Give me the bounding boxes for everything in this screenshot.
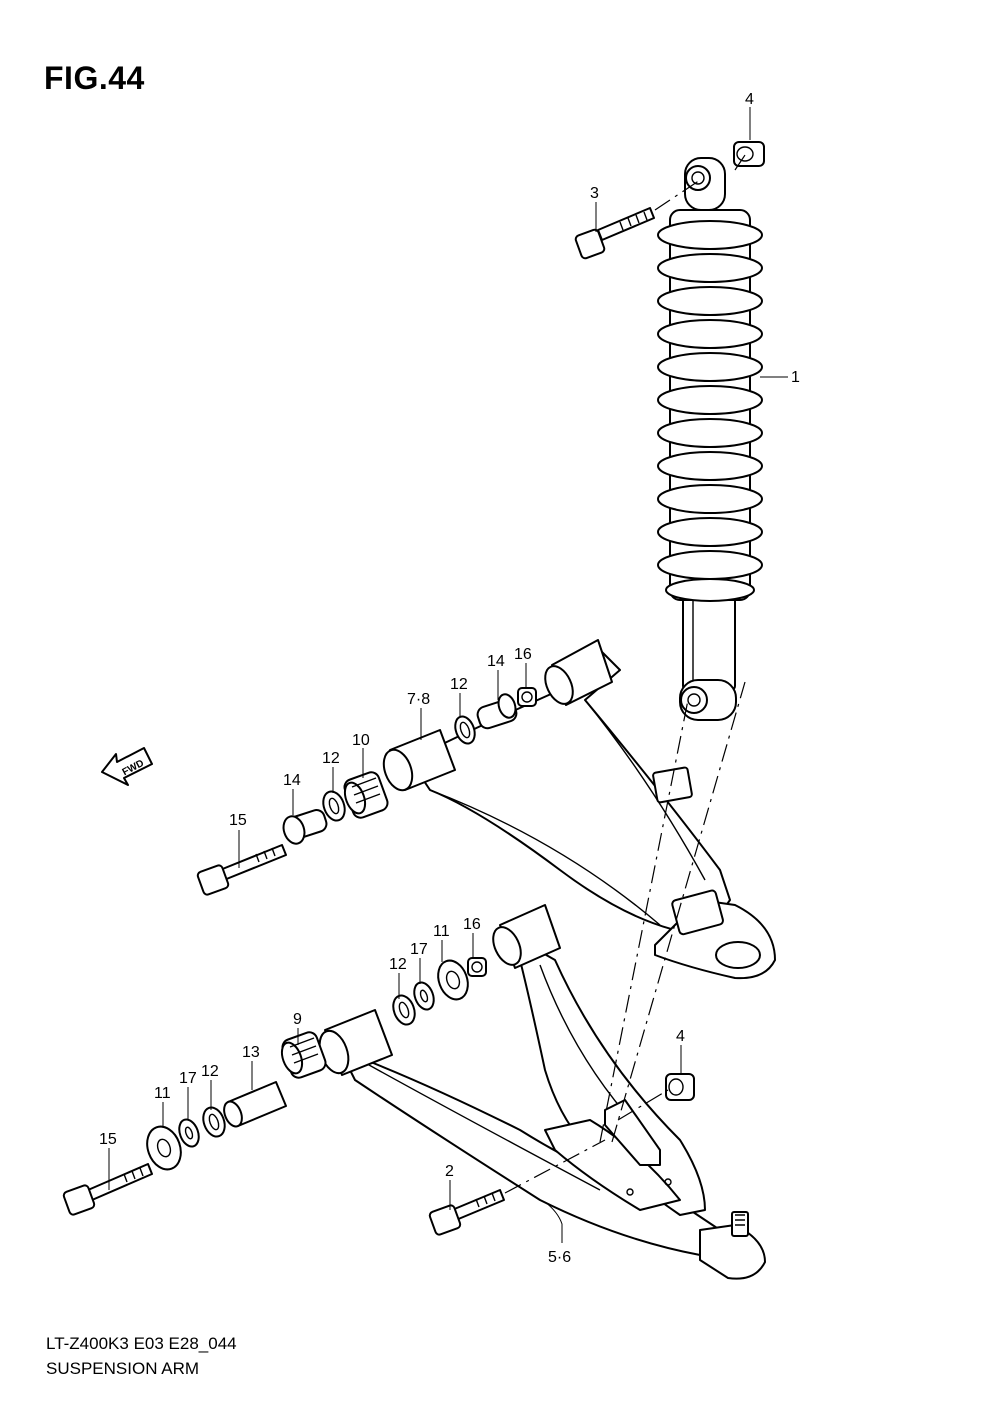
callout-14-upper-left: 14: [283, 772, 301, 789]
lower-suspension-arm: [318, 904, 766, 1280]
part-16-nut-upper: [517, 687, 537, 707]
part-14-bushing-upper-left: [282, 809, 328, 845]
callout-leader-lines: [108, 107, 788, 1243]
callout-12-lower-left: 12: [201, 1063, 219, 1080]
callout-12-upper-left: 12: [322, 750, 340, 767]
callout-11-lower-left: 11: [154, 1085, 171, 1102]
part-10-bearing: [343, 771, 389, 819]
upper-suspension-arm: [382, 639, 776, 980]
callout-10: 10: [352, 732, 370, 749]
part-15-bolt-upper: [196, 844, 287, 896]
part-3-bolt: [574, 207, 655, 260]
callout-2: 2: [445, 1163, 454, 1180]
part-17-spacer-lower-right: [413, 981, 435, 1011]
part-12-seal-lower-right: [392, 994, 416, 1026]
callout-16-lower: 16: [463, 916, 481, 933]
callout-4-top: 4: [745, 91, 754, 108]
callout-9: 9: [293, 1011, 302, 1028]
callout-13: 13: [242, 1044, 260, 1061]
part-12-seal-lower-left: [202, 1106, 226, 1138]
callout-3: 3: [590, 185, 599, 202]
callout-12-upper-right: 12: [450, 676, 468, 693]
callout-labels: 4 3 1 16 14 12 7·8 10 12 14 15 11 16 17 …: [99, 91, 800, 1266]
part-2-bolt: [428, 1189, 505, 1236]
callout-5-6: 5·6: [548, 1249, 571, 1266]
callout-12-lower-right: 12: [389, 956, 407, 973]
part-14-bushing-upper-right: [476, 693, 518, 730]
callout-7-8: 7·8: [407, 691, 430, 708]
part-16-nut-lower: [467, 957, 487, 977]
part-4-nut-lower: [665, 1073, 695, 1101]
section-name: SUSPENSION ARM: [46, 1359, 200, 1378]
part-17-spacer-lower-left: [178, 1118, 200, 1148]
shock-absorber: [657, 157, 763, 721]
figure-title: FIG.44: [44, 60, 145, 96]
part-15-bolt-lower: [62, 1163, 153, 1216]
callout-15-lower: 15: [99, 1131, 117, 1148]
callout-14-upper-right: 14: [487, 653, 505, 670]
part-11-washer-lower-left: [146, 1125, 182, 1171]
assembly-center-lines: [504, 154, 746, 1194]
part-11-washer-lower-right: [437, 959, 469, 1001]
callout-17-lower-left: 17: [179, 1070, 197, 1087]
callout-15-upper: 15: [229, 812, 247, 829]
part-9-bearing: [280, 1031, 327, 1079]
part-13-collar: [223, 1081, 287, 1128]
part-12-seal-upper-right: [454, 715, 476, 745]
callout-1: 1: [791, 369, 800, 386]
callout-16-upper: 16: [514, 646, 532, 663]
callout-17-lower-right: 17: [410, 941, 428, 958]
callout-11-lower-right: 11: [433, 923, 450, 940]
coil-spring: [657, 220, 763, 602]
model-code: LT-Z400K3 E03 E28_044: [46, 1334, 237, 1353]
forward-direction-arrow: FWD: [101, 747, 153, 786]
part-12-seal-upper-left: [322, 790, 346, 822]
part-4-nut-top: [733, 141, 765, 167]
callout-4-lower: 4: [676, 1028, 685, 1045]
